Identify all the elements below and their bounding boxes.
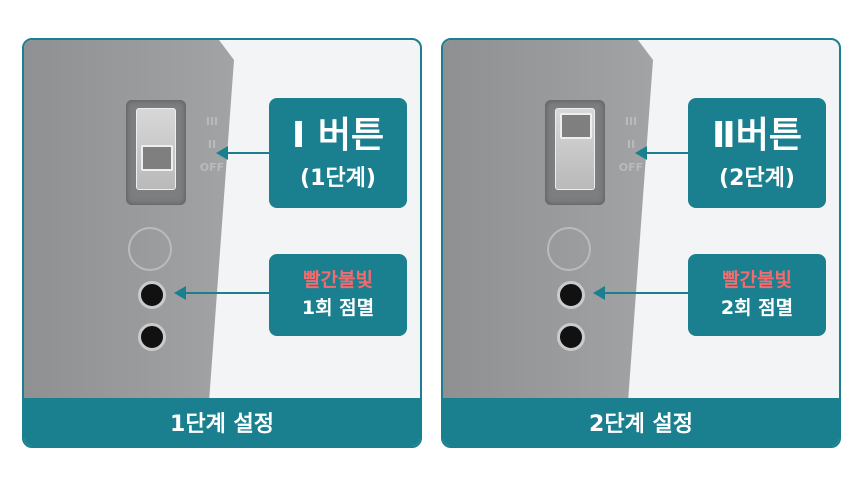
led-indicator [557,281,585,309]
arrow-icon [635,146,688,160]
rocker-switch [545,100,605,205]
arrow-icon [216,146,269,160]
button-label: I 버튼(1단계) [269,98,407,208]
led-indicator [138,281,166,309]
footer-title: 1단계 설정 [24,398,420,446]
button-label: Ⅱ버튼(2단계) [688,98,826,208]
led-indicator [557,323,585,351]
power-button [128,227,172,271]
led-indicator [138,323,166,351]
power-button [547,227,591,271]
footer-title: 2단계 설정 [443,398,839,446]
arrow-icon [593,286,688,300]
arrow-icon [174,286,269,300]
rocker-switch [126,100,186,205]
